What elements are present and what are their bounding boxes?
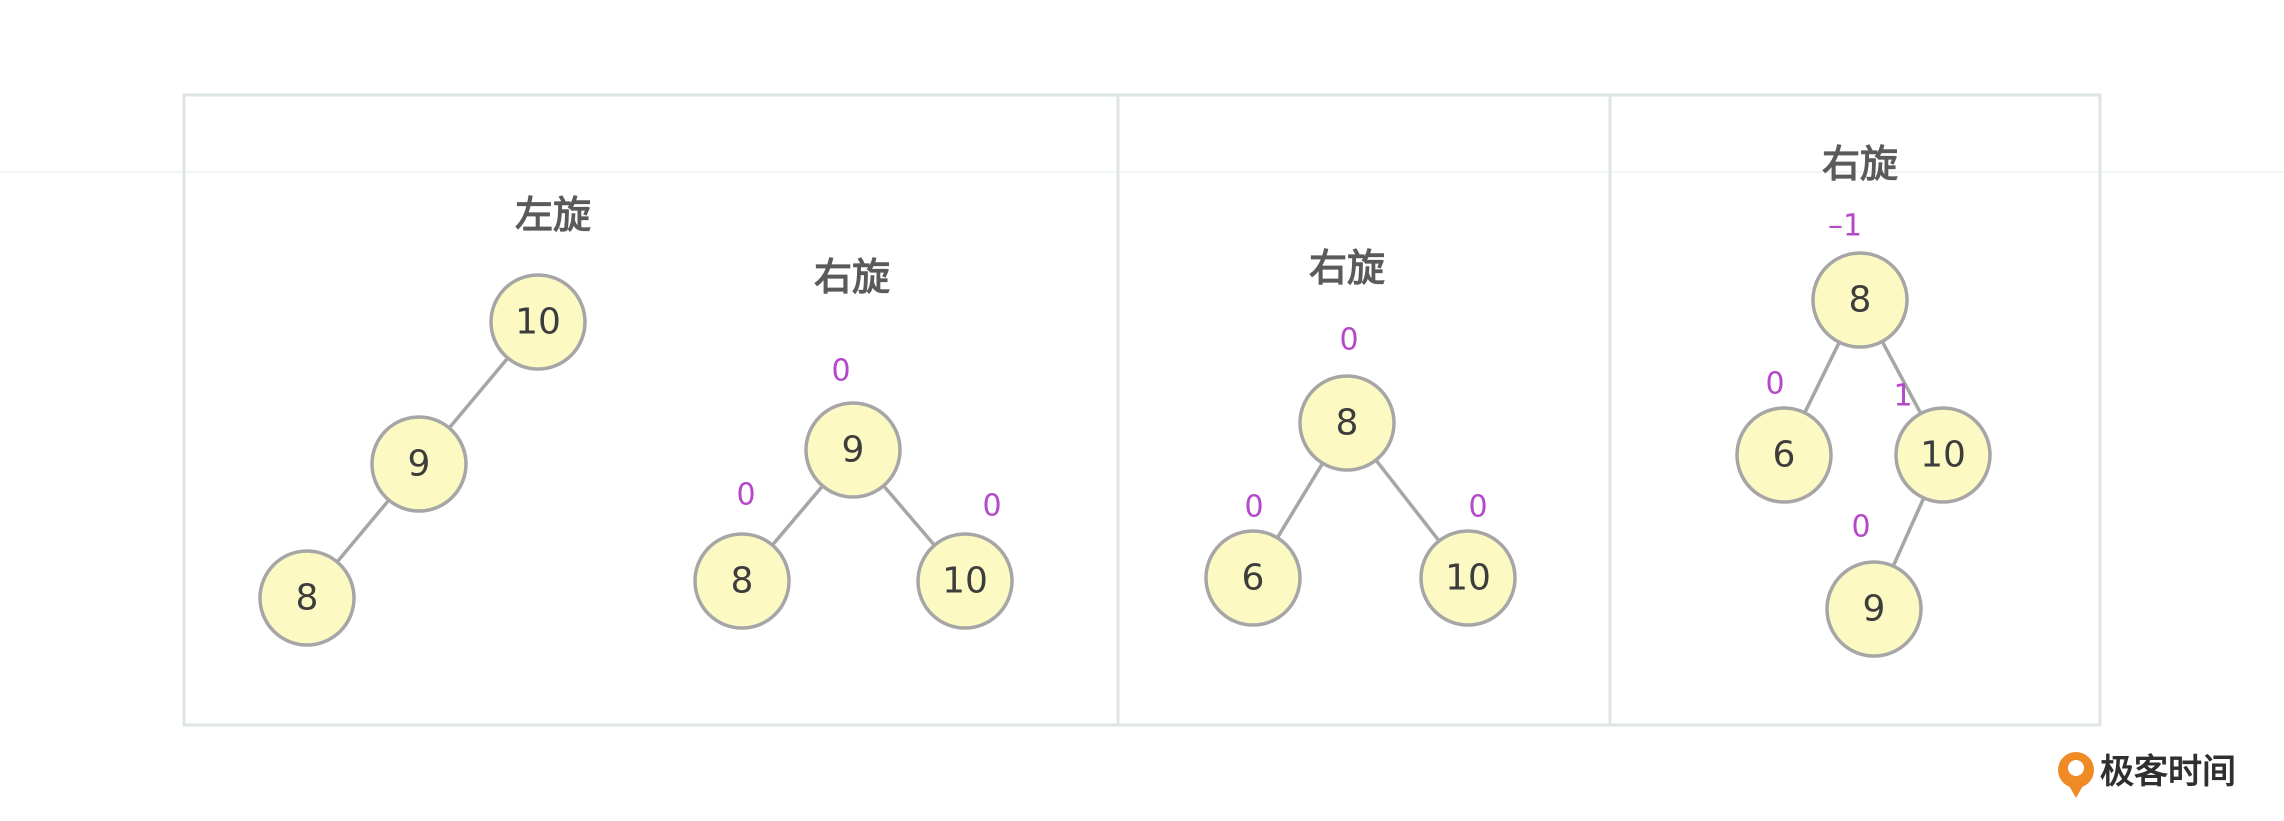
node-circle (1735, 406, 1833, 504)
node-circle (1825, 560, 1923, 658)
brand-logo: 极客时间 (2058, 752, 2236, 798)
balance-factor: 0 (1468, 490, 1487, 525)
balance-factor: 0 (1339, 323, 1358, 358)
geekbang-logo-icon (2058, 752, 2094, 798)
brand-name: 极客时间 (2100, 752, 2236, 792)
node-circle (1204, 529, 1302, 627)
balance-factor: 1 (1893, 379, 1912, 414)
tree-edge (1275, 462, 1325, 539)
node-circle (916, 532, 1014, 630)
tree-node: 90 (804, 354, 902, 499)
node-circle (693, 532, 791, 630)
tree-node: 90 (1825, 510, 1923, 658)
tree-edge (1374, 458, 1441, 543)
balance-factor: 0 (1765, 367, 1784, 402)
node-circle (804, 401, 902, 499)
tree-node: 60 (1204, 490, 1302, 627)
node-circle (258, 549, 356, 647)
balance-factor: 0 (982, 489, 1001, 524)
tree-edge (1880, 340, 1923, 415)
rotation-heading: 右旋 (1822, 142, 1898, 186)
node-value: 6 (1242, 558, 1265, 599)
tree-node: 10 0 (916, 489, 1014, 630)
balance-factor: 0 (1244, 490, 1263, 525)
node-value: 10 (1445, 558, 1491, 599)
tree-edge (882, 484, 936, 547)
tree: 10 9 8 (258, 273, 587, 647)
node-value: 10 (1920, 435, 1966, 476)
tree-edge (335, 498, 391, 564)
tree-node: 8 –1 (1811, 209, 1909, 349)
tree-node: 101 (1893, 379, 1992, 504)
tree-node: 9 (370, 415, 468, 513)
node-value: 8 (731, 561, 754, 602)
node-value: 8 (1849, 280, 1872, 321)
node-value: 8 (1336, 403, 1359, 444)
node-circle (1419, 529, 1517, 627)
tree-edge (1891, 497, 1926, 567)
node-circle (1894, 406, 1992, 504)
node-value: 10 (942, 561, 988, 602)
balance-factor: 0 (1851, 510, 1870, 545)
node-circle (1811, 251, 1909, 349)
tree-node: 10 0 (1419, 490, 1517, 627)
node-circle (1298, 374, 1396, 472)
rotation-heading: 右旋 (814, 255, 890, 299)
node-value: 10 (515, 302, 561, 343)
tree-node: 80 (1298, 323, 1396, 472)
node-circle (370, 415, 468, 513)
balance-factor: 0 (736, 478, 755, 513)
node-circle (489, 273, 587, 371)
tree-node: 80 (693, 478, 791, 630)
rotation-heading: 右旋 (1309, 246, 1385, 290)
tree-edge (771, 484, 824, 547)
node-value: 8 (296, 578, 319, 619)
tree-node: 10 (489, 273, 587, 371)
rotation-heading: 左旋 (515, 193, 591, 237)
balance-factor: 0 (831, 354, 850, 389)
tree-node: 60 (1735, 367, 1833, 504)
tree-node: 8 (258, 549, 356, 647)
tree-edge (1803, 341, 1841, 414)
node-value: 9 (1863, 589, 1886, 630)
balance-factor: –1 (1828, 209, 1862, 244)
node-value: 9 (408, 444, 431, 485)
panel-border (1608, 93, 2102, 727)
node-value: 6 (1773, 435, 1796, 476)
tree-edge (447, 356, 510, 430)
node-value: 9 (842, 430, 865, 471)
